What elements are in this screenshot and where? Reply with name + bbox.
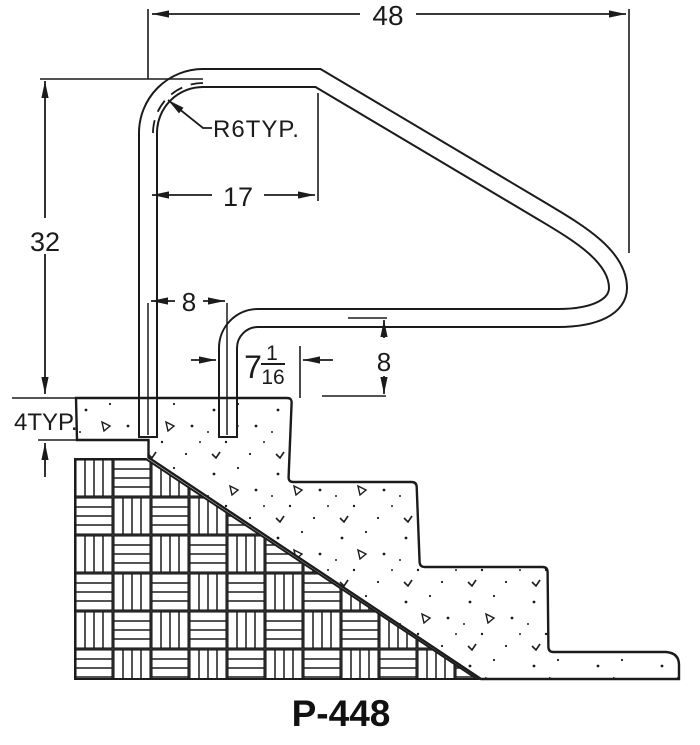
dim-48-extensions <box>147 9 630 253</box>
masonry-wall <box>74 458 481 680</box>
dim-7116-numerator: 1 <box>266 342 278 365</box>
handrail <box>138 68 629 438</box>
dim-7116-whole: 7 <box>244 349 262 385</box>
dim-8v-extensions <box>322 317 387 397</box>
dim-17-label: 17 <box>223 182 253 212</box>
radius-label: R6TYP. <box>213 116 300 143</box>
dim-deck-thickness <box>38 439 77 477</box>
radius-callout <box>152 82 212 134</box>
dim-overall-width <box>147 9 630 253</box>
part-number: P-448 <box>292 693 391 734</box>
dim-overall-height <box>12 78 203 399</box>
dim-48-label: 48 <box>372 0 403 31</box>
dim-32-label: 32 <box>30 227 60 257</box>
dim-post-offset <box>191 346 333 398</box>
dim-7116-denominator: 16 <box>261 366 284 389</box>
dim-32-extensions <box>12 78 203 399</box>
radius-leader <box>167 99 212 129</box>
dim-8h-label: 8 <box>182 287 196 317</box>
dim-grab-height <box>322 317 388 397</box>
post-centerlines <box>147 303 228 435</box>
dim-8v-label: 8 <box>377 347 391 377</box>
radius-arc-dashed <box>152 82 204 134</box>
dim-top-straight <box>152 93 319 201</box>
handrail-inner <box>140 70 627 436</box>
dim-4typ-label: 4TYP. <box>14 409 78 436</box>
